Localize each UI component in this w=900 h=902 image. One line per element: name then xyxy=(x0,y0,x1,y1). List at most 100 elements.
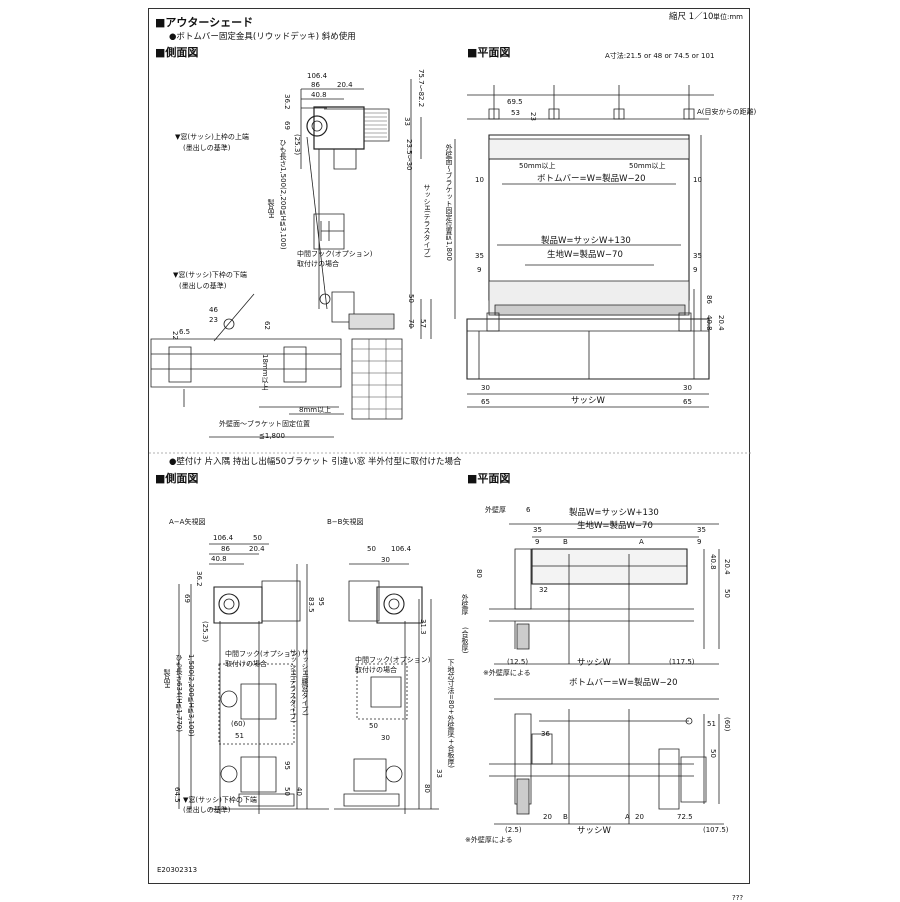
plan-dim-30-left: 30 xyxy=(481,384,490,392)
bb-dim-80: 80 xyxy=(423,784,431,793)
fabric-w-formula: 生地W=製品W−70 xyxy=(547,250,623,260)
drawing-code: E20302313 xyxy=(157,866,198,874)
dim-33: 33 xyxy=(403,117,411,126)
product-w-formula: 製品W=サッシW+130 xyxy=(541,236,631,246)
p2-dim-35-right: 35 xyxy=(697,526,706,534)
aa-product-h: 製品H xyxy=(163,669,171,689)
bb-hook-label: 中間フック(オプション) xyxy=(355,656,431,664)
plan-dim-69-5: 69.5 xyxy=(507,98,523,106)
p2-b-mark: B xyxy=(563,538,568,546)
dim-23: 23 xyxy=(209,316,218,324)
bb-view-title: B−B矢視図 xyxy=(327,518,364,526)
dim-6-5: 6.5 xyxy=(179,328,191,336)
aa-dim-25-3: (25.3) xyxy=(201,621,209,643)
aa-cord-length: ひも長さ634(H≦1,770) xyxy=(175,654,183,732)
p2-b-mark-2: B xyxy=(563,813,568,821)
plan-dim-65-left: 65 xyxy=(481,398,490,406)
hook-label: 中間フック(オプション) xyxy=(297,250,373,258)
bb-dim-50: 50 xyxy=(367,545,376,553)
p2-dim-60: (60) xyxy=(723,717,731,732)
ext-wall-label: 外壁面〜ブラケット固定位置 xyxy=(219,420,310,428)
window-bottom-ref: (墨出しの基準) xyxy=(179,282,227,290)
plan-dim-9-left: 9 xyxy=(477,266,482,274)
p2-ext-wall: 外壁厚 xyxy=(461,594,469,615)
clearance-50-right: 50mm以上 xyxy=(629,162,666,170)
aa-sash-window: サッシH(腰窓タイプ) xyxy=(301,649,309,716)
p2-dim-40-8: 40.8 xyxy=(709,554,717,570)
bb-hook-label-2: 取付けの場合 xyxy=(355,666,397,674)
dim-106-4: 106.4 xyxy=(307,72,328,80)
p2-dim-50: 50 xyxy=(723,589,731,598)
p2-product-w: 製品W=サッシW+130 xyxy=(569,508,659,518)
aa-sash-terrace: サッシH(テラスタイプ) xyxy=(289,649,297,723)
aa-dim-60: (60) xyxy=(231,720,246,728)
plan-view-2-title: ■平面図 xyxy=(467,472,511,485)
aa-window-bottom-ref: (墨出しの基準) xyxy=(183,806,231,814)
plan-ext-wall-vertical: 外壁面〜ブラケット固定位置≦1,800 xyxy=(445,144,453,261)
plan-dim-9-right: 9 xyxy=(693,266,698,274)
cord-length-label: ひも長さ1,500(2,200≦H≦3,100) xyxy=(279,139,287,250)
aa-dim-95b: 95 xyxy=(317,597,325,606)
drawing-lines xyxy=(149,9,751,885)
p2-plywood: (合板厚) xyxy=(461,627,469,654)
aa-dim-20-4: 20.4 xyxy=(249,545,265,553)
dim-22: 22 xyxy=(171,331,179,340)
dim-50: 50 xyxy=(407,294,415,303)
bottom-bar-formula: ボトムバー=W=製品W−20 xyxy=(537,174,646,184)
side-view-1-title: ■側面図 xyxy=(155,46,199,59)
p2-dim-2-5: (2.5) xyxy=(505,826,522,834)
p2-dim-20-b: 20 xyxy=(635,813,644,821)
dim-86: 86 xyxy=(311,81,320,89)
p2-ext-thick: 外壁厚 xyxy=(485,506,506,514)
dim-57: 57 xyxy=(419,319,427,328)
p2-dim-6: 6 xyxy=(526,506,531,514)
aa-dim-86: 86 xyxy=(221,545,230,553)
bb-dim-50b: 50 xyxy=(369,722,378,730)
dim-75-7: 75.7〜82.2 xyxy=(417,69,425,108)
bb-dim-106-4: 106.4 xyxy=(391,545,412,553)
p2-dim-35-left: 35 xyxy=(533,526,542,534)
aa-dim-40: 40 xyxy=(295,787,303,796)
bb-dim-31-3: 31.3 xyxy=(419,619,427,635)
p2-note-ext: ※外壁厚による xyxy=(483,669,531,677)
p2-fabric-w: 生地W=製品W−70 xyxy=(577,521,653,531)
p2-dim-51: 51 xyxy=(707,720,716,728)
dim-36-2: 36.2 xyxy=(283,94,291,110)
dim-69: 69 xyxy=(283,121,291,130)
p2-bottom-bar: ボトムバー=W=製品W−20 xyxy=(569,678,678,688)
plan-dim-10-left: 10 xyxy=(475,176,484,184)
plan-sash-w: サッシW xyxy=(571,396,605,406)
p2-dim-12-5: (12.5) xyxy=(507,658,529,666)
plan-dim-86: 86 xyxy=(705,295,713,304)
plan-dim-10-right: 10 xyxy=(693,176,702,184)
p2-dim-9-left: 9 xyxy=(535,538,540,546)
p2-a-mark: A xyxy=(639,538,644,546)
p2-dim-72-5: 72.5 xyxy=(677,813,693,821)
p2-dim-9-right: 9 xyxy=(697,538,702,546)
drawing-subtitle: ●ボトムバー固定金具(リウッドデッキ) 斜め使用 xyxy=(169,32,356,42)
drawing-title: ■アウターシェード xyxy=(155,16,254,29)
p2-dim-20-a: 20 xyxy=(543,813,552,821)
aa-window-bottom: ▼窓(サッシ)下枠の下端 xyxy=(183,796,257,804)
aa-cord-length-2: 1,500(2,200≦H≦3,100) xyxy=(187,654,195,737)
a-dimension-note: A寸法:21.5 or 48 or 74.5 or 101 xyxy=(605,52,715,60)
dim-70: 70 xyxy=(407,319,415,328)
section-2-title: ●壁付け 片入隅 持出し出幅50ブラケット 引違い窓 半外付型に取付けた場合 xyxy=(169,457,462,467)
aa-dim-50: 50 xyxy=(253,534,262,542)
aa-dim-64-5: 64.5 xyxy=(173,787,181,803)
p2-sash-w-2: サッシW xyxy=(577,826,611,836)
bb-dim-30: 30 xyxy=(381,556,390,564)
window-top-label: ▼窓(サッシ)上枠の上端 xyxy=(175,133,249,141)
bb-dim-33: 33 xyxy=(435,769,443,778)
plan-dim-40-8: 40.8 xyxy=(705,315,713,331)
corner-mark: ??? xyxy=(732,894,744,902)
ext-wall-label-2: ≦1,800 xyxy=(259,432,285,440)
sash-h-label: サッシH(テラスタイプ) xyxy=(423,184,431,258)
dim-8mm: 8mm以上 xyxy=(299,406,332,414)
aa-dim-69: 69 xyxy=(183,594,191,603)
dim-18mm: 18mm以上 xyxy=(261,354,269,391)
plan-view-1-title: ■平面図 xyxy=(467,46,511,59)
unit-label: 単位:mm xyxy=(713,13,743,21)
p2-dim-20-4: 20.4 xyxy=(723,559,731,575)
p2-dim-36: 36 xyxy=(541,730,550,738)
